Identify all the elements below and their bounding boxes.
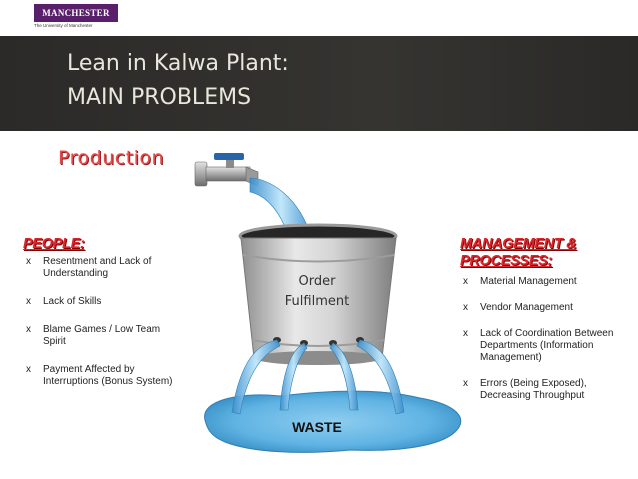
list-item-text: Management) — [480, 352, 542, 363]
list-item: x Vendor Management — [460, 302, 630, 314]
bucket-label-line-1: Order — [277, 274, 357, 289]
bucket-label-line-2: Fulfilment — [277, 294, 357, 309]
bullet-marker: x — [463, 328, 468, 340]
list-item-text: Errors (Being Exposed), — [480, 378, 587, 389]
bullet-marker: x — [26, 324, 31, 336]
management-heading-line-1: MANAGEMENT & — [460, 236, 576, 252]
list-item: x Lack of Coordination Between Departmen… — [460, 328, 630, 364]
list-item: x Lack of Skills — [23, 296, 193, 308]
list-item-text: Lack of Skills — [43, 296, 101, 307]
bullet-marker: x — [463, 378, 468, 390]
list-item-text: Resentment and Lack of — [43, 256, 151, 267]
list-item-text: Blame Games / Low Team — [43, 324, 160, 335]
bullet-marker: x — [26, 256, 31, 268]
bullet-marker: x — [463, 276, 468, 288]
list-item-text: Payment Affected by — [43, 364, 135, 375]
production-label: Production — [58, 147, 164, 169]
list-item: x Payment Affected by Interruptions (Bon… — [23, 364, 193, 388]
list-item-text: Vendor Management — [480, 302, 573, 313]
waste-label: WASTE — [277, 419, 357, 435]
list-item-text: Departments (Information — [480, 340, 593, 351]
management-list: x Material Management x Vendor Managemen… — [460, 276, 630, 416]
list-item: x Material Management — [460, 276, 630, 288]
management-heading-line-2: PROCESSES: — [460, 253, 552, 269]
bullet-marker: x — [463, 302, 468, 314]
people-list: x Resentment and Lack of Understanding x… — [23, 256, 193, 404]
list-item-text: Material Management — [480, 276, 577, 287]
tap-icon — [195, 153, 258, 186]
management-heading: MANAGEMENT & PROCESSES: — [460, 236, 610, 270]
list-item: x Blame Games / Low Team Spirit — [23, 324, 193, 348]
people-heading: PEOPLE: — [23, 236, 85, 253]
list-item-text: Understanding — [43, 268, 108, 279]
list-item: x Errors (Being Exposed), Decreasing Thr… — [460, 378, 630, 402]
list-item: x Resentment and Lack of Understanding — [23, 256, 193, 280]
list-item-text: Interruptions (Bonus System) — [43, 376, 173, 387]
list-item-text: Decreasing Throughput — [480, 390, 584, 401]
bullet-marker: x — [26, 364, 31, 376]
bullet-marker: x — [26, 296, 31, 308]
list-item-text: Spirit — [43, 336, 66, 347]
list-item-text: Lack of Coordination Between — [480, 328, 613, 339]
